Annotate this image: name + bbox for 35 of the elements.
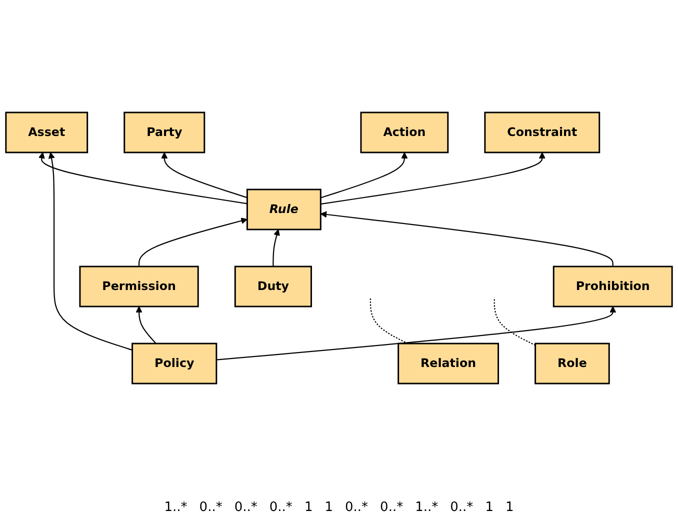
multiplicity-label: 1 [505,500,514,515]
node-box: Role [534,342,610,384]
multiplicity-label: 1 [485,500,494,515]
node-box: Permission [79,266,199,308]
arrow [320,152,546,205]
arrow [48,152,132,351]
arrow [38,152,248,204]
multiplicity-label: 1..* [415,500,438,515]
multiplicity-label: 1 [324,500,333,515]
arrow [320,211,614,267]
node-box: Duty [234,266,312,308]
multiplicity-label: 1..* [164,500,188,515]
node-box: Policy [132,342,218,384]
multiplicity-label: 0..* [234,500,258,515]
arrow [161,152,248,198]
arrow [272,229,280,267]
node-box: Rule [246,188,322,230]
node-box: Constraint [484,112,600,154]
node-box: Party [124,112,206,154]
multiplicity-label: 0..* [199,500,222,515]
arrow [320,152,408,198]
multiplicity-label: 0..* [380,500,404,515]
arrow [216,306,616,360]
multiplicity-label: 0..* [269,500,292,515]
connector [494,298,536,346]
multiplicity-label: 1 [304,500,313,515]
connector [370,298,408,344]
node-box: Prohibition [552,266,673,308]
multiplicity-label: 0..* [345,500,368,515]
node-box: Relation [398,342,500,384]
node-box: Asset [5,112,88,154]
arrow [138,218,248,267]
arrow [136,306,156,344]
multiplicity-label: 0..* [450,500,474,515]
node-box: Action [360,112,449,154]
